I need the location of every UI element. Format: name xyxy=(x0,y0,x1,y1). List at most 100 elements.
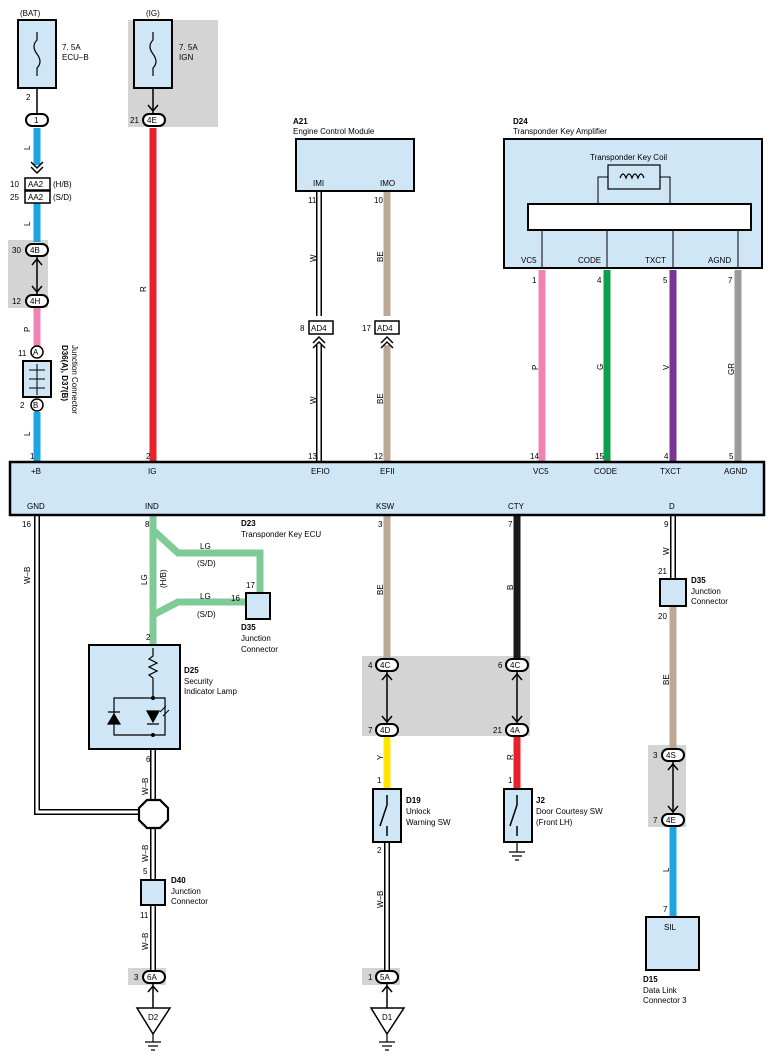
aa2-bot-label: AA2 xyxy=(28,193,44,202)
jc-pin-a: 11 xyxy=(18,349,27,358)
d35a-id: D35 xyxy=(241,623,256,632)
amp-pin-vc5: VC5 xyxy=(521,256,537,265)
r-wire-label: R xyxy=(506,754,515,760)
gnd-wire-label: W–B xyxy=(23,567,32,584)
switch-icon xyxy=(509,795,518,836)
coil-icon xyxy=(619,173,645,180)
wb-mid-label: W–B xyxy=(141,845,150,862)
c4h-pin: 12 xyxy=(12,297,21,306)
gnd-d1-label: D1 xyxy=(382,1013,393,1022)
data-link-connector-3 xyxy=(645,916,700,971)
c4b-pin: 30 xyxy=(12,246,21,255)
amp-pin-num-5: 5 xyxy=(663,276,668,285)
ground-icon xyxy=(379,1034,395,1051)
wire-l1-label: L xyxy=(23,145,32,150)
ecu-top-num-14: 14 xyxy=(530,452,539,461)
bat-fuse-value: 7. 5A xyxy=(62,43,81,52)
amp-pin-txct: TXCT xyxy=(645,256,666,265)
diode-icon xyxy=(106,711,122,725)
lamp-pin-top: 2 xyxy=(146,633,151,642)
wire-wb-gnd-in xyxy=(35,515,142,814)
d40-id: D40 xyxy=(171,876,186,885)
jc-b-label: B xyxy=(33,401,38,410)
junction-connector-d35-right xyxy=(659,578,687,607)
arrow-up-icon xyxy=(667,762,679,771)
connector-4e-top xyxy=(142,113,166,127)
arrow-down-icon xyxy=(147,104,159,113)
jc-pin-b: 2 xyxy=(20,401,25,410)
door-courtesy-switch xyxy=(503,788,533,843)
ecu-top-pin-b: +B xyxy=(31,467,41,476)
ecm-wire-w2: W xyxy=(309,396,318,404)
lamp-name-2: Indicator Lamp xyxy=(184,687,237,696)
ecm-pin-imi: IMI xyxy=(313,179,324,188)
d40-name-1: Junction xyxy=(171,887,201,896)
ecu-id: D23 xyxy=(241,519,256,528)
arrow-up-icon xyxy=(381,672,393,681)
e6a-pin: 3 xyxy=(134,973,139,982)
amp-pin-lines xyxy=(541,230,739,268)
engine-control-module xyxy=(295,138,415,192)
c4s-pin: 3 xyxy=(653,751,658,760)
ecu-top-num-15: 15 xyxy=(595,452,604,461)
connector-4e-top-label: 4E xyxy=(147,116,157,125)
lg-v-note: (H/B) xyxy=(159,569,168,588)
transponder-key-ecu xyxy=(8,460,766,517)
fuse-symbol-icon xyxy=(33,32,41,76)
resistor-icon xyxy=(147,648,159,698)
d35b-name-2: Connector xyxy=(691,597,728,606)
security-indicator-lamp xyxy=(88,644,181,750)
j2-pin: 1 xyxy=(508,776,513,785)
d35b-pin-top: 21 xyxy=(658,567,667,576)
lamp-id: D25 xyxy=(184,666,199,675)
ecu-bot-num-9: 9 xyxy=(664,520,669,529)
ground-triangle-d2 xyxy=(135,1007,172,1036)
amp-inner-box xyxy=(527,203,752,231)
aa2-top-note: (H/B) xyxy=(53,180,72,189)
arrow-down-icon xyxy=(511,715,523,724)
aa2-top-pin: 10 xyxy=(10,180,19,189)
amp-pin-agnd: AGND xyxy=(708,256,731,265)
fuse-symbol-icon xyxy=(149,32,157,76)
ecm-imi-num: 11 xyxy=(308,196,317,205)
lg-b-label: LG xyxy=(200,592,211,601)
ecu-bot-num-8: 8 xyxy=(145,520,150,529)
ecu-top-num-12: 12 xyxy=(374,452,383,461)
connector-ad4-right xyxy=(374,320,400,335)
d35b-id: D35 xyxy=(691,576,706,585)
e5a-pin: 1 xyxy=(368,973,373,982)
dlc-pin-name: SIL xyxy=(664,923,677,932)
ecm-id: A21 xyxy=(293,117,308,126)
chevron-up-icon xyxy=(380,335,394,349)
amp-pin-num-4: 4 xyxy=(597,276,602,285)
connector-4d xyxy=(375,723,399,737)
ad4-left-pin: 8 xyxy=(300,324,305,333)
ecu-bot-pin-ind: IND xyxy=(145,502,159,511)
d19-id: D19 xyxy=(406,796,421,805)
ecu-top-num-4: 4 xyxy=(664,452,669,461)
ecu-top-num-5: 5 xyxy=(729,452,734,461)
ad4-left-label: AD4 xyxy=(311,324,327,333)
aa2-bot-pin: 25 xyxy=(10,193,19,202)
amp-pin-num-7: 7 xyxy=(728,276,733,285)
ecm-wire-w1: W xyxy=(309,254,318,262)
ecu-top-pin-code: CODE xyxy=(594,467,617,476)
c4a-pin: 21 xyxy=(493,726,502,735)
ad4-right-label: AD4 xyxy=(377,324,393,333)
arrow-down-icon xyxy=(381,715,393,724)
amp-name: Transponder Key Amplifier xyxy=(513,127,607,136)
gnd-d2-label: D2 xyxy=(148,1013,159,1022)
d19-pin-bot: 2 xyxy=(377,846,382,855)
d40-name-2: Connector xyxy=(171,897,208,906)
arrow-up-icon xyxy=(147,984,159,993)
amp-wire-p: P xyxy=(531,365,540,370)
c4c-a-pin: 4 xyxy=(368,661,373,670)
ig-fuse-value: 7. 5A xyxy=(179,43,198,52)
ecu-top-pin-vc5: VC5 xyxy=(533,467,549,476)
j2-id: J2 xyxy=(536,796,545,805)
d-l-label: L xyxy=(662,867,671,872)
d19-name-2: Warning SW xyxy=(406,818,451,827)
connector-6a-label: 6A xyxy=(147,973,157,982)
ecu-bot-num-16: 16 xyxy=(22,520,31,529)
ecu-top-pin-efio: EFIO xyxy=(311,467,330,476)
